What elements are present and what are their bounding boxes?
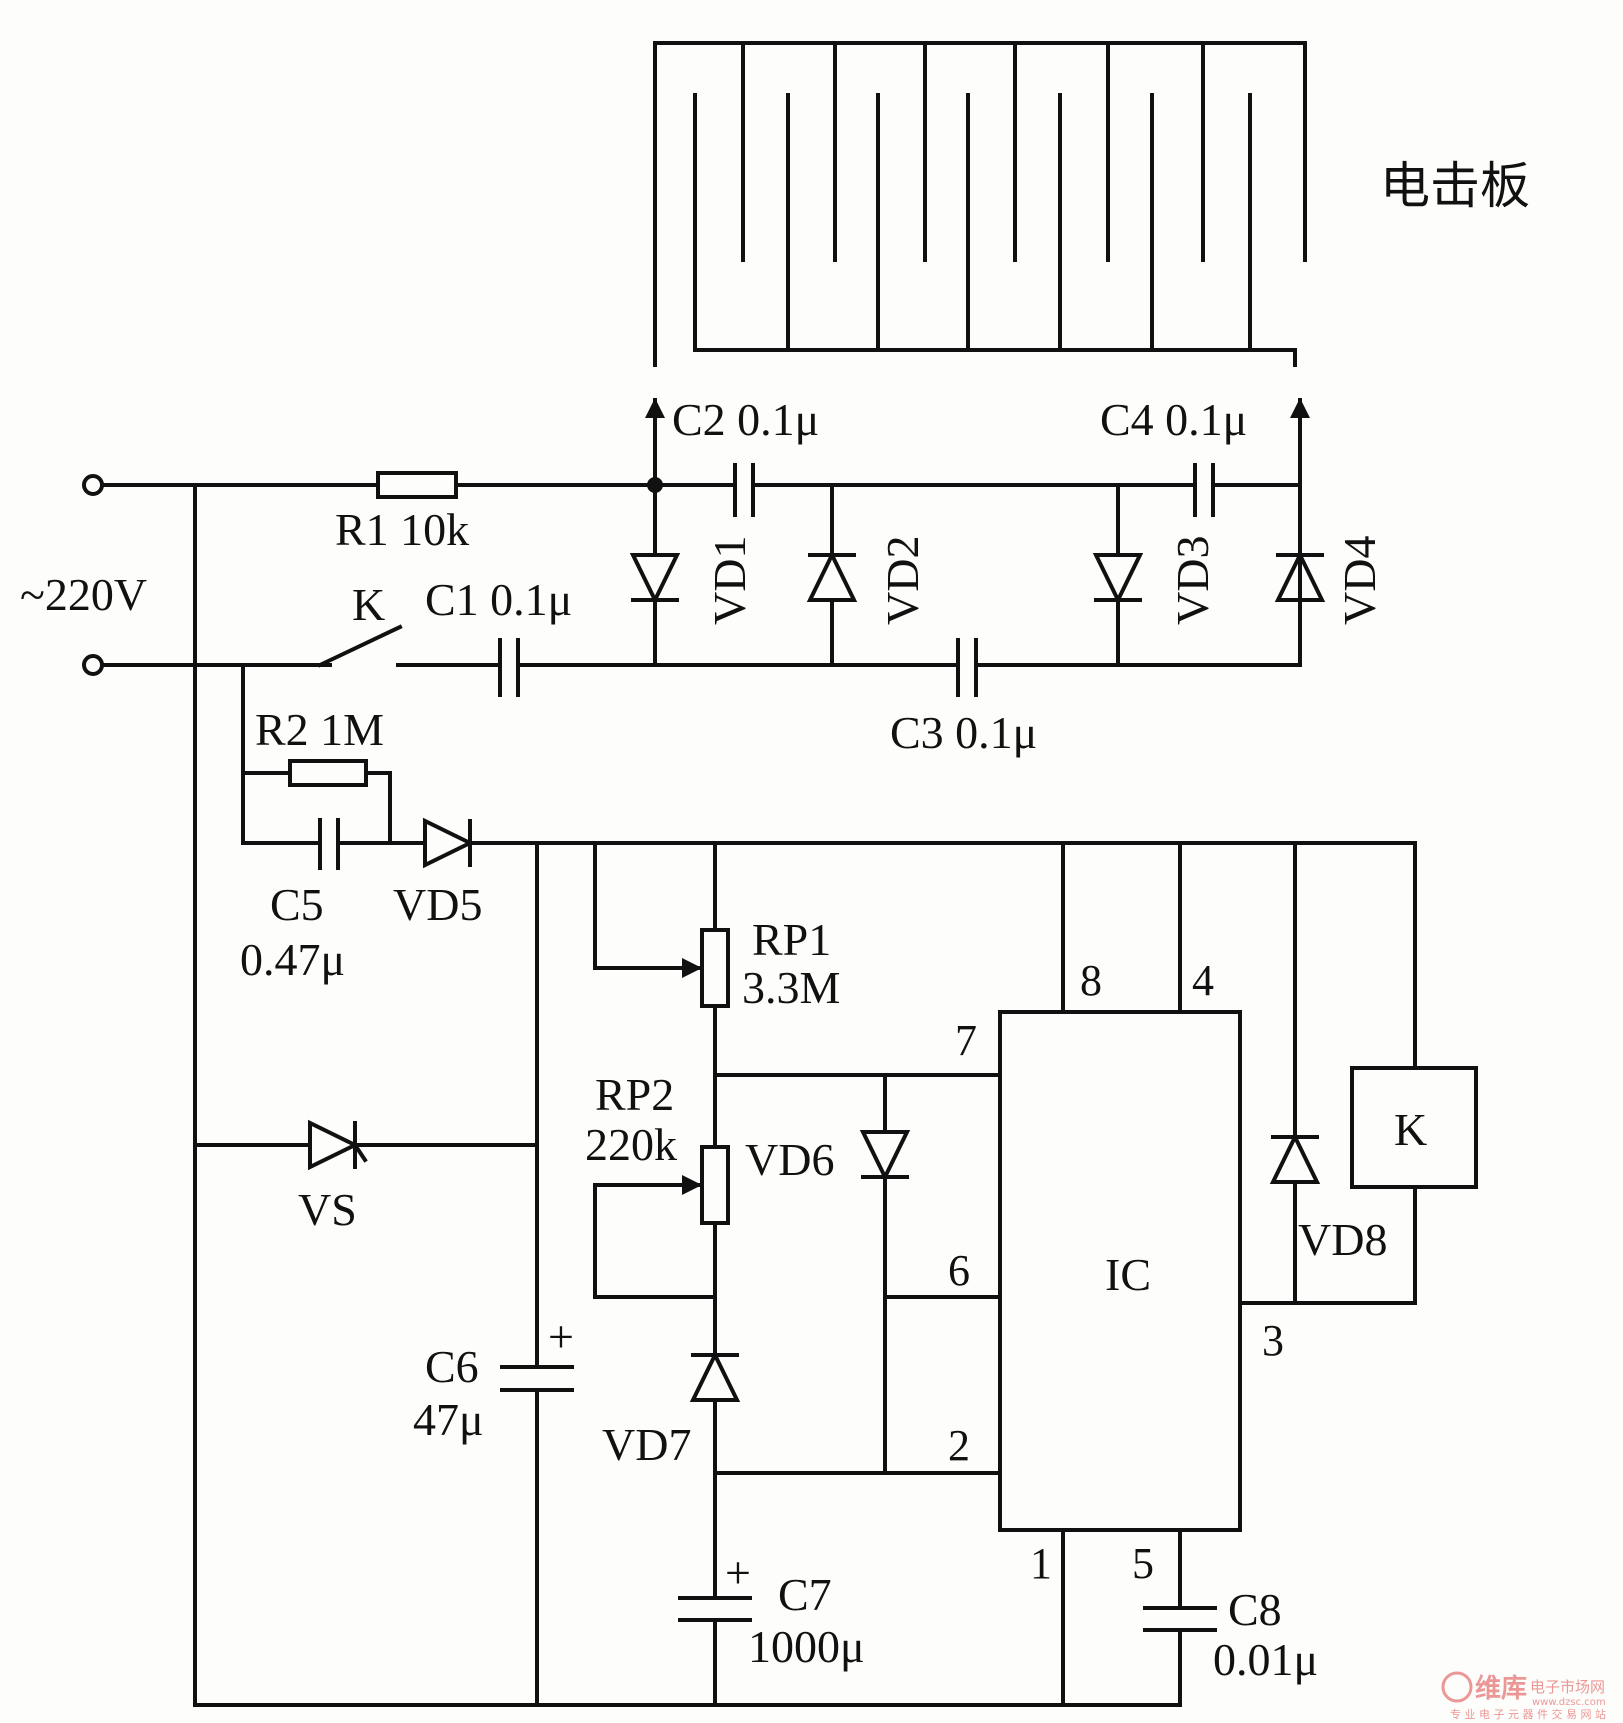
c8-value-label: 0.01μ bbox=[1213, 1634, 1318, 1685]
vd7-label: VD7 bbox=[602, 1419, 691, 1470]
watermark: 维库 电子市场网 www.dzsc.com 专 业 电 子 元 器 件 交 易 … bbox=[1441, 1671, 1606, 1721]
c3-label: C3 0.1μ bbox=[890, 707, 1037, 758]
c1-label: C1 0.1μ bbox=[425, 574, 572, 625]
vd4-label: VD4 bbox=[1334, 536, 1385, 625]
c6-value-label: 47μ bbox=[413, 1394, 484, 1445]
ic-pin-2: 2 bbox=[948, 1421, 970, 1470]
shock-plate-label: 电击板 bbox=[1380, 157, 1530, 215]
relay-k bbox=[1350, 1066, 1478, 1189]
capacitor-c1 bbox=[498, 638, 520, 697]
vs-label: VS bbox=[298, 1184, 357, 1235]
capacitor-c2 bbox=[733, 463, 755, 517]
capacitor-c7 bbox=[678, 1596, 752, 1622]
vd3-label: VD3 bbox=[1167, 536, 1218, 625]
rp2-name-label: RP2 bbox=[595, 1069, 674, 1120]
diode-vd8 bbox=[1269, 1132, 1321, 1184]
watermark-url: www.dzsc.com bbox=[1532, 1697, 1606, 1708]
diode-vd3 bbox=[1092, 483, 1144, 667]
c7-name-label: C7 bbox=[778, 1569, 832, 1620]
diode-vd2 bbox=[806, 483, 858, 667]
ic-555 bbox=[998, 1010, 1242, 1532]
watermark-brand-sub: 电子市场网 bbox=[1530, 1678, 1605, 1696]
c8-name-label: C8 bbox=[1228, 1584, 1282, 1635]
c6-plus: + bbox=[548, 1311, 574, 1362]
c7-plus: + bbox=[725, 1547, 751, 1598]
capacitor-c6 bbox=[500, 1365, 574, 1392]
watermark-brand: 维库 bbox=[1475, 1673, 1527, 1704]
resistor-r1 bbox=[376, 471, 458, 499]
shock-plate bbox=[653, 41, 1307, 367]
switch-k bbox=[317, 624, 403, 668]
rp1-name-label: RP1 bbox=[752, 914, 831, 965]
capacitor-c3 bbox=[956, 638, 978, 697]
watermark-logo-icon bbox=[1441, 1671, 1473, 1703]
ic-pin-4: 4 bbox=[1192, 956, 1214, 1005]
c2-label: C2 0.1μ bbox=[672, 394, 819, 445]
diode-vd7 bbox=[689, 1350, 741, 1402]
diode-vd5 bbox=[423, 817, 475, 869]
source-voltage-label: ~220V bbox=[20, 569, 147, 620]
vd2-label: VD2 bbox=[877, 536, 928, 625]
vd5-label: VD5 bbox=[393, 879, 482, 930]
c4-label: C4 0.1μ bbox=[1100, 394, 1247, 445]
k-switch-label: K bbox=[352, 579, 385, 630]
diode-vd6 bbox=[859, 1073, 911, 1475]
vd8-label: VD8 bbox=[1298, 1214, 1387, 1265]
ic-pin-7: 7 bbox=[955, 1016, 977, 1065]
r2-label: R2 1M bbox=[255, 704, 384, 755]
potentiometer-rp1 bbox=[700, 928, 730, 1008]
ic-pin-8: 8 bbox=[1080, 956, 1102, 1005]
relay-k-label: K bbox=[1394, 1104, 1427, 1155]
c7-value-label: 1000μ bbox=[748, 1621, 865, 1672]
r1-label: R1 10k bbox=[335, 504, 469, 555]
c5-name-label: C5 bbox=[270, 879, 324, 930]
diode-vd1 bbox=[629, 483, 681, 667]
ic-pin-3: 3 bbox=[1262, 1316, 1284, 1365]
ic-pin-6: 6 bbox=[948, 1246, 970, 1295]
ic-pin-5: 5 bbox=[1132, 1539, 1154, 1588]
capacitor-c4 bbox=[1193, 463, 1215, 517]
capacitor-c8 bbox=[1143, 1606, 1217, 1632]
c5-value-label: 0.47μ bbox=[240, 934, 345, 985]
rp1-value-label: 3.3M bbox=[742, 962, 840, 1013]
rp2-value-label: 220k bbox=[585, 1119, 677, 1170]
c6-name-label: C6 bbox=[425, 1341, 479, 1392]
resistor-r2 bbox=[288, 759, 368, 787]
ic-label: IC bbox=[1105, 1249, 1151, 1300]
watermark-tagline: 专 业 电 子 元 器 件 交 易 网 站 bbox=[1450, 1707, 1606, 1721]
potentiometer-rp2 bbox=[700, 1145, 730, 1225]
diode-vd4 bbox=[1274, 483, 1326, 667]
vd1-label: VD1 bbox=[704, 536, 755, 625]
vd6-label: VD6 bbox=[745, 1134, 834, 1185]
ic-pin-1: 1 bbox=[1030, 1539, 1052, 1588]
capacitor-c5 bbox=[318, 818, 340, 870]
